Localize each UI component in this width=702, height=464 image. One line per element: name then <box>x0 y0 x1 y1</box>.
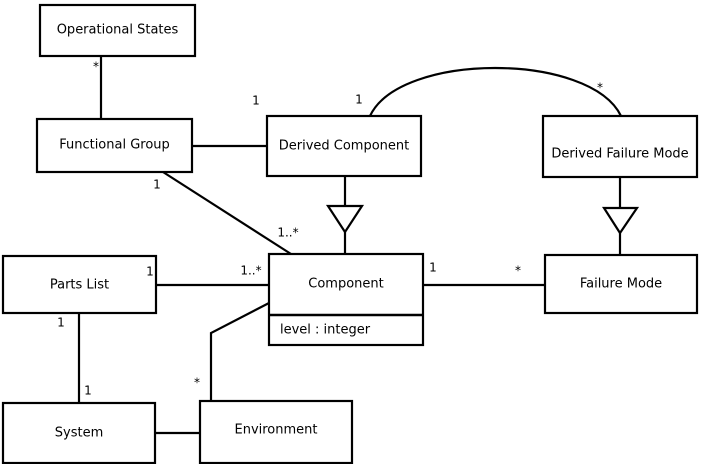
association-functional-group-to-component <box>162 171 292 255</box>
class-box-outline <box>267 252 425 347</box>
multiplicity-label-mult-parts-list-right: 1 <box>146 265 154 279</box>
class-box-outline <box>35 117 194 174</box>
class-box-outline <box>265 114 423 178</box>
class-name-label: Functional Group <box>59 138 170 153</box>
multiplicity-label-mult-curve-derived-component: 1 <box>355 93 363 107</box>
multiplicity-label-mult-component-left: 1..* <box>240 264 261 278</box>
multiplicity-label-mult-derived-component-left: 1 <box>252 94 260 108</box>
generalization-arrow-icon <box>601 206 640 235</box>
multiplicity-label-mult-parts-list-bottom: 1 <box>57 316 65 330</box>
association-derived-component-to-derived-failure-mode <box>369 67 622 117</box>
class-box-outline <box>1 401 157 464</box>
association-environment-to-component <box>209 302 270 401</box>
class-box-derived-failure-mode[interactable]: Derived Failure Mode <box>541 114 699 179</box>
class-box-outline <box>38 3 197 58</box>
class-name-label: Environment <box>234 423 317 438</box>
class-box-component[interactable]: Component level : integer <box>267 252 425 347</box>
class-box-environment[interactable]: Environment <box>198 399 354 464</box>
generalization-arrow-icon <box>325 204 365 235</box>
class-name-label: Failure Mode <box>580 277 662 292</box>
class-box-operational-states[interactable]: Operational States <box>38 3 197 58</box>
class-box-parts-list[interactable]: Parts List <box>1 254 158 315</box>
class-name-label: Operational States <box>57 23 179 38</box>
class-box-outline <box>541 114 699 179</box>
class-box-outline <box>543 253 699 315</box>
multiplicities-group: * 1 1 * 1 1..* 1 1..* 1 * 1 1 * <box>57 60 603 398</box>
class-name-label: Component <box>308 277 383 292</box>
associations-group <box>77 56 622 435</box>
class-box-functional-group[interactable]: Functional Group <box>35 117 194 174</box>
multiplicity-label-mult-system-top: 1 <box>84 384 92 398</box>
class-name-label: Derived Component <box>279 139 410 154</box>
class-box-system[interactable]: System <box>1 401 157 464</box>
class-name-label: System <box>55 426 103 441</box>
multiplicity-label-mult-failure-mode-left: * <box>515 264 521 278</box>
class-box-outline <box>1 254 158 315</box>
multiplicity-label-mult-curve-derived-failure-mode: * <box>597 81 603 95</box>
class-name-label: Parts List <box>50 278 109 293</box>
multiplicity-label-mult-component-right: 1 <box>429 261 437 275</box>
class-box-failure-mode[interactable]: Failure Mode <box>543 253 699 315</box>
multiplicity-label-mult-operational-states: * <box>93 60 99 74</box>
class-name-label: Derived Failure Mode <box>551 147 688 162</box>
class-attribute-label: level : integer <box>280 323 371 338</box>
multiplicity-label-mult-functional-group-diagonal: 1 <box>153 178 161 192</box>
multiplicity-label-mult-component-from-functional-group: 1..* <box>277 226 298 240</box>
class-box-outline <box>198 399 354 464</box>
class-box-derived-component[interactable]: Derived Component <box>265 114 423 178</box>
multiplicity-label-mult-environment-top: * <box>194 376 200 390</box>
generalizations-group <box>325 176 640 255</box>
